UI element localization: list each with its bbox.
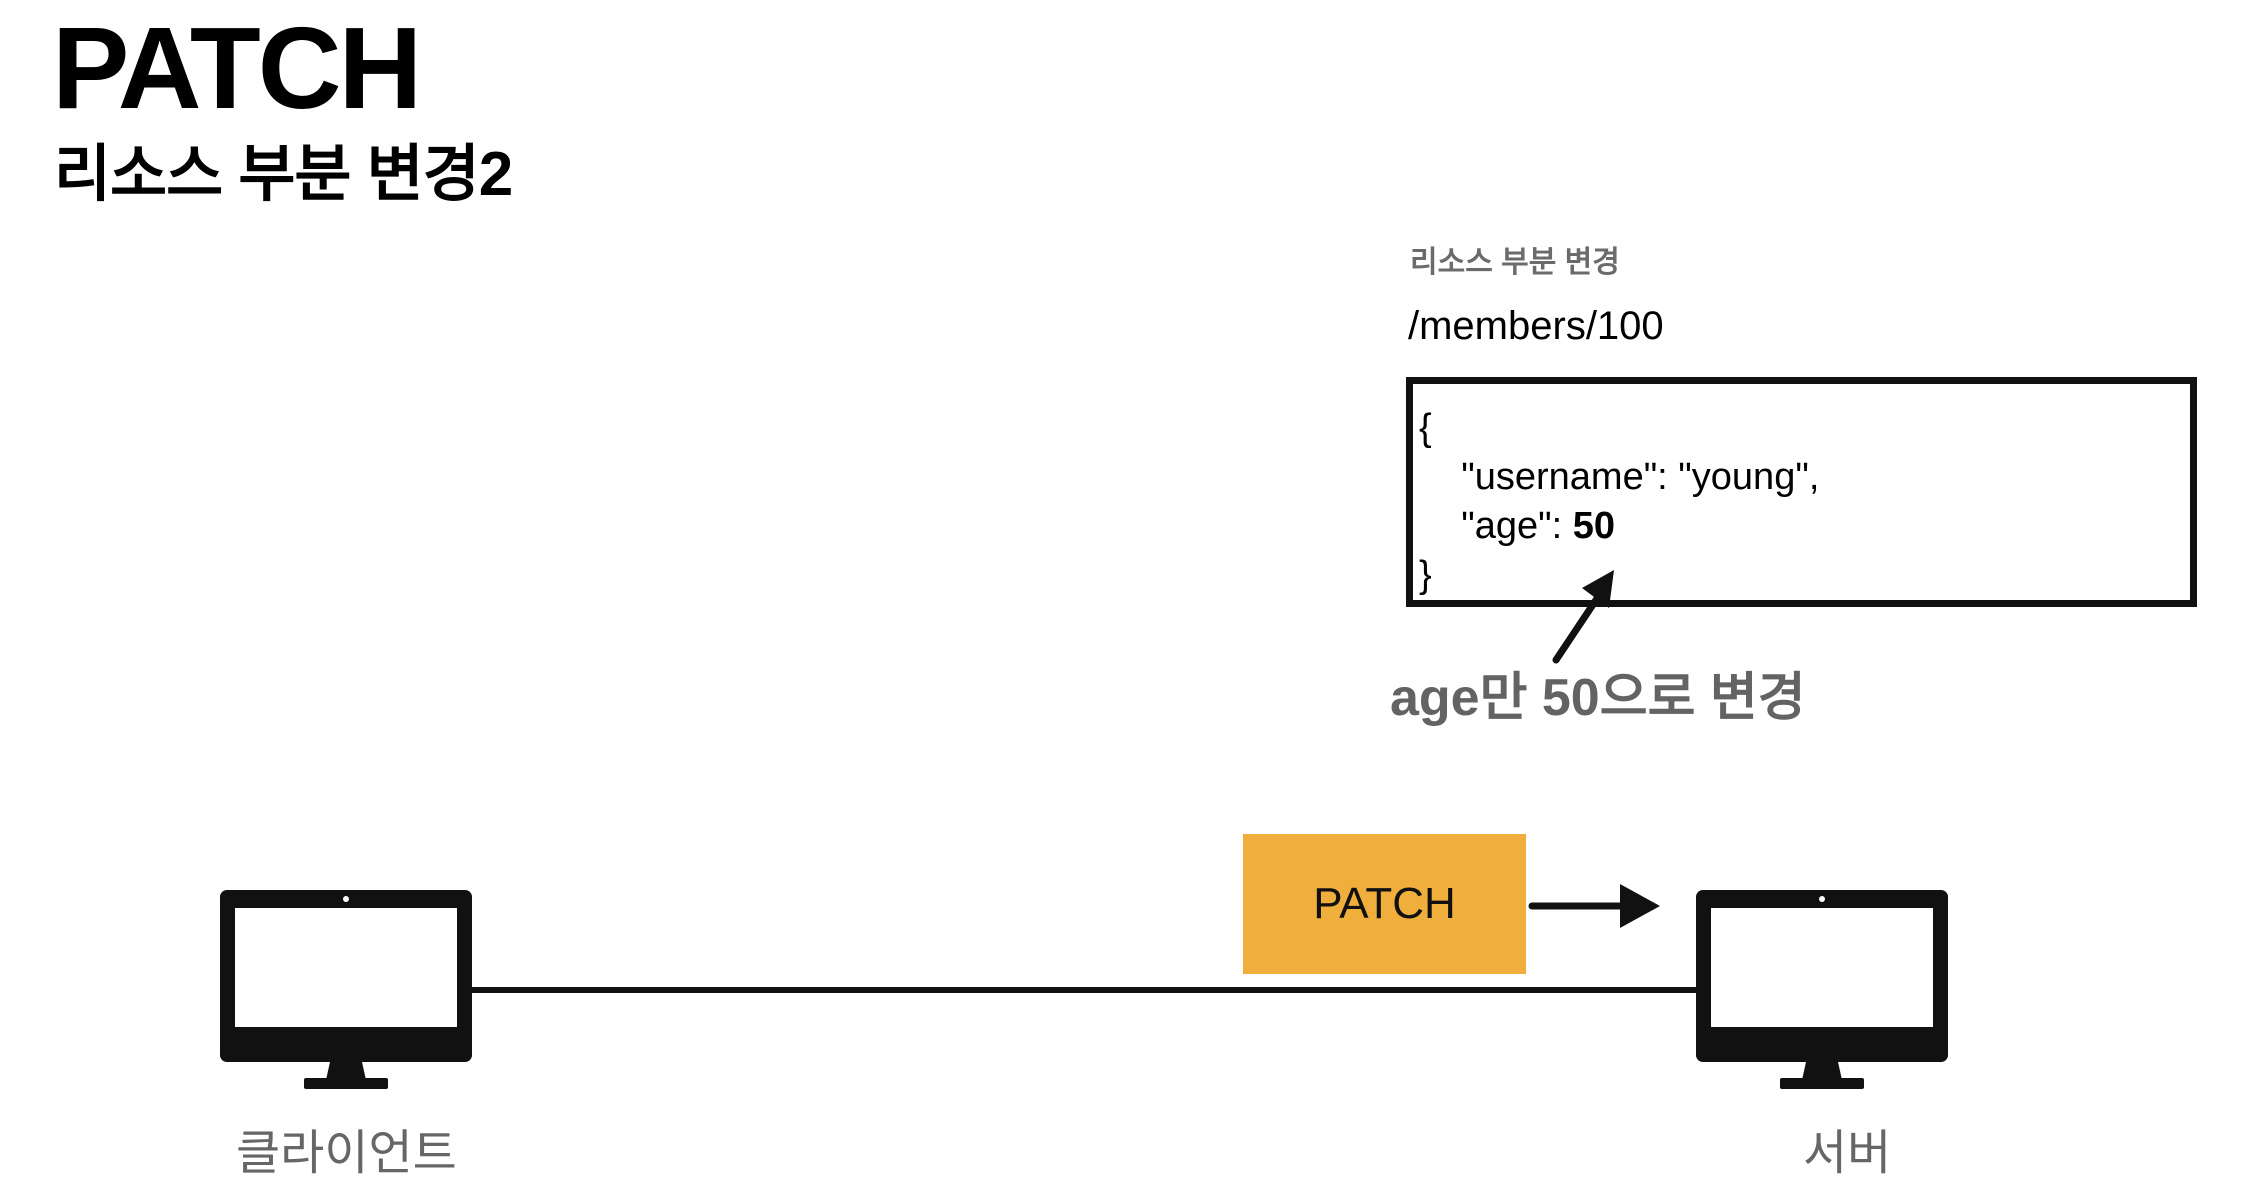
server-label: 서버 (1803, 1127, 1892, 1180)
page-subtitle: 리소스 부분 변경2 (54, 140, 513, 209)
annotation-arrow-icon (1552, 570, 1614, 664)
patch-request-box: PATCH (1243, 834, 1526, 974)
json-username-line: "username": "young", (1419, 456, 1820, 498)
json-age-line: "age": 50 (1419, 502, 2190, 551)
json-close-brace: } (1419, 554, 1432, 596)
json-age-key: "age": (1419, 505, 1573, 547)
request-arrow-icon (1528, 884, 1660, 928)
json-open-brace: { (1419, 407, 1432, 449)
server-monitor-icon (1696, 890, 1948, 1089)
annotation-text: age만 50으로 변경 (1390, 669, 1806, 727)
resource-box-caption: 리소스 부분 변경 (1410, 246, 1620, 279)
client-label: 클라이언트 (236, 1127, 457, 1180)
client-monitor-icon (220, 890, 472, 1089)
json-age-value: 50 (1572, 505, 1616, 547)
page-title: PATCH (52, 3, 422, 133)
json-body-box: { "username": "young", "age": 50 } (1406, 377, 2197, 607)
resource-path: /members/100 (1408, 304, 1664, 348)
